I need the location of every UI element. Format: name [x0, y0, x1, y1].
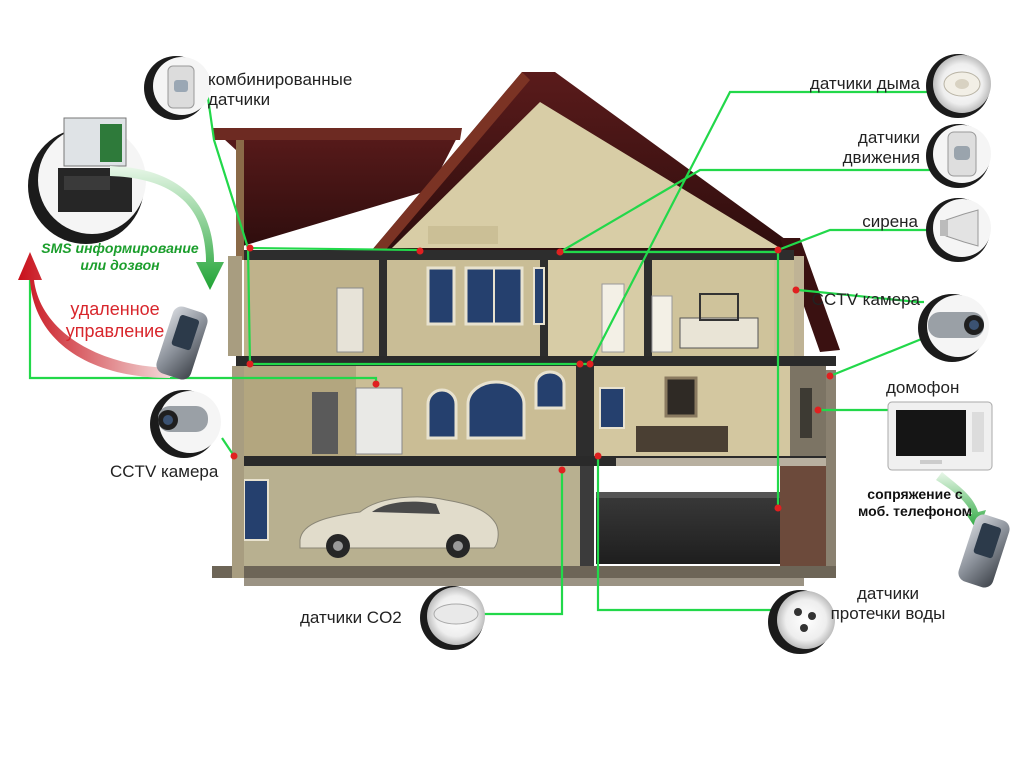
- label-combined-sensors: комбинированные датчики: [208, 70, 353, 109]
- sensor-dot: [594, 452, 602, 460]
- sensor-dot: [556, 248, 564, 256]
- cctv-camera-icon: [150, 390, 221, 458]
- house: [212, 72, 840, 586]
- sensor-dot: [826, 372, 834, 380]
- mobile-phone-icon: [958, 514, 1010, 588]
- siren-icon: [926, 198, 991, 262]
- label-cctv-left: CCTV камера: [110, 462, 219, 481]
- sensor-dot: [246, 244, 254, 252]
- sensor-dot: [774, 246, 782, 254]
- cctv-camera-icon: [918, 294, 989, 362]
- wire-combined-sensors: [204, 83, 421, 252]
- sensor-dots: [230, 244, 834, 512]
- label-co2-sensors: датчики CO2: [300, 608, 402, 627]
- label-sms: SMS информирование или дозвон: [41, 240, 199, 273]
- controller-panel-icon: [28, 117, 146, 244]
- sensor-dot: [814, 406, 822, 414]
- water-leak-sensor-icon: [768, 590, 835, 654]
- sensor-dot: [576, 360, 584, 368]
- sensor-dot: [558, 466, 566, 474]
- label-cctv-right: CCTV камера: [811, 290, 920, 309]
- wire-co2-sensors: [484, 470, 564, 616]
- intercom-screen-icon: [887, 401, 993, 471]
- wire-siren: [776, 228, 932, 508]
- sensor-dot: [416, 247, 424, 255]
- sensor-dot: [792, 286, 800, 294]
- pairing-arrow: [936, 472, 986, 532]
- wire-cctv-right: [797, 288, 924, 304]
- co2-sensor-icon: [420, 586, 485, 650]
- sensor-dot: [246, 360, 254, 368]
- car-icon: [299, 496, 499, 558]
- label-remote-control: удаленное управление: [65, 299, 165, 341]
- roof-left: [212, 128, 462, 248]
- wire-water-leak: [596, 456, 774, 612]
- wire-motion-sensors: [555, 168, 934, 254]
- wire-smoke-sensors: [589, 90, 934, 365]
- sensor-wiring: [28, 83, 934, 616]
- label-siren: сирена: [862, 212, 918, 231]
- smoke-sensor-icon: [926, 54, 991, 118]
- combined-sensor-icon: [144, 56, 211, 120]
- sensor-dot: [586, 360, 594, 368]
- label-phone-pairing: сопряжение с моб. телефоном: [857, 486, 973, 519]
- wire-cctv-left: [221, 437, 235, 457]
- label-intercom: домофон: [886, 378, 960, 397]
- remote-arrow: [18, 252, 170, 378]
- mobile-phone-icon: [156, 306, 208, 380]
- sensor-dot: [230, 452, 238, 460]
- sms-arrow: [110, 166, 224, 290]
- motion-sensor-icon: [926, 124, 991, 188]
- label-smoke-sensors: датчики дыма: [809, 74, 920, 93]
- sensor-dot: [372, 380, 380, 388]
- label-water-leak-sensors: датчики протечки воды: [830, 584, 946, 623]
- sensor-dot: [774, 504, 782, 512]
- label-motion-sensors: датчики движения: [842, 128, 920, 167]
